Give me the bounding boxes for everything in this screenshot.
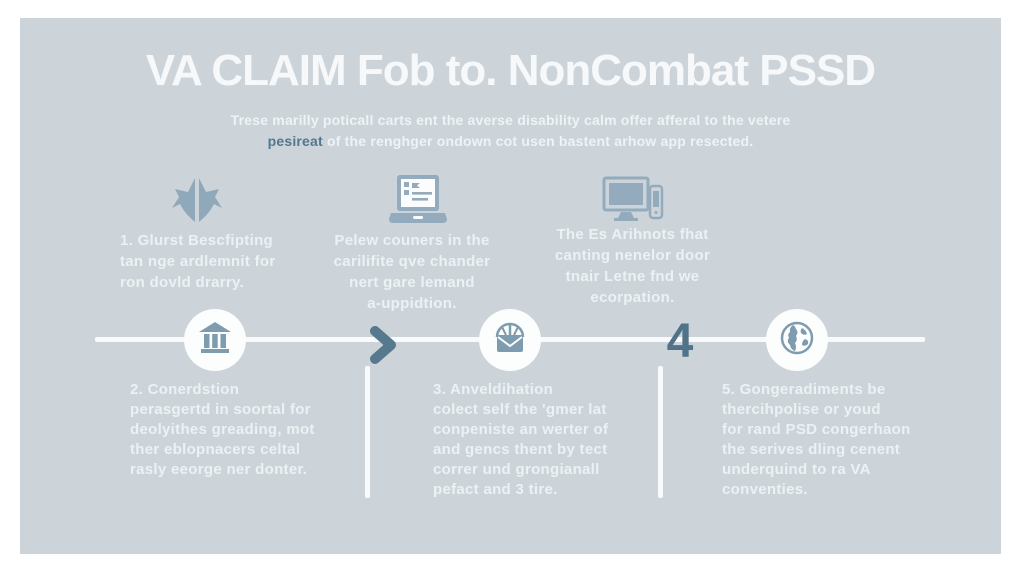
feature-text-1: 1. Glurst Bescfipting tan nge ardlemnit … bbox=[120, 232, 276, 291]
timeline-connector-left bbox=[365, 366, 370, 498]
step-3-text: 3. Anveldihation colect self the 'gmer l… bbox=[433, 381, 609, 498]
timeline-connector-right bbox=[658, 366, 663, 498]
timeline-node-globe bbox=[766, 309, 828, 371]
envelope-icon bbox=[491, 319, 529, 362]
desktop-phone-icon bbox=[602, 176, 664, 229]
laptop-checklist-icon bbox=[387, 173, 449, 232]
step-5-text: 5. Gongeradiments be thercihpolise or yo… bbox=[722, 381, 911, 498]
page-title: VA CLAIM Fob to. NonCombat PSSD bbox=[145, 46, 876, 95]
jet-icon bbox=[169, 174, 225, 231]
globe-icon bbox=[778, 319, 816, 362]
chevron-right-icon bbox=[366, 324, 400, 371]
feature-text-2: Pelew couners in the carilifite qve chan… bbox=[333, 232, 491, 312]
subtitle: Trese marilly poticall carts ent the ave… bbox=[20, 110, 1001, 152]
bank-icon bbox=[196, 319, 234, 362]
subtitle-accent-word: pesireat bbox=[267, 133, 323, 149]
subtitle-line2: of the renghger ondown cot usen bastent … bbox=[322, 133, 754, 149]
timeline-node-bank bbox=[184, 309, 246, 371]
timeline-number-4: 4 bbox=[666, 315, 694, 368]
subtitle-line1: Trese marilly poticall carts ent the ave… bbox=[230, 112, 791, 128]
timeline-node-mail bbox=[479, 309, 541, 371]
step-2-text: 2. Conerdstion perasgertd in soortal for… bbox=[130, 381, 315, 478]
infographic-background: VA CLAIM Fob to. NonCombat PSSD Trese ma… bbox=[20, 18, 1001, 554]
feature-text-3: The Es Arihnots fhat canting nenelor doo… bbox=[554, 226, 711, 306]
